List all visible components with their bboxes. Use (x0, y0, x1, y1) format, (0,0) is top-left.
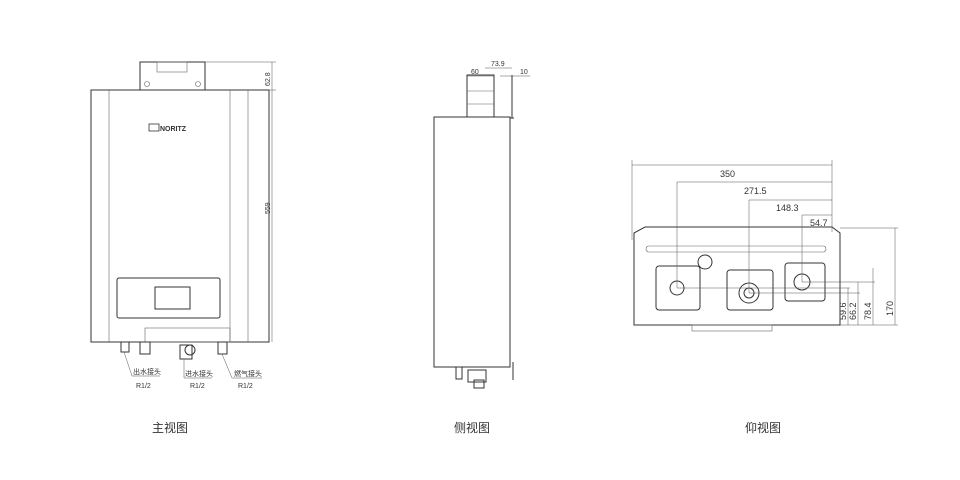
side-body (433, 116, 511, 368)
dim-66-2: 66.2 (848, 302, 858, 320)
connector-size: R1/2 (136, 383, 151, 390)
water-inlet-fitting (179, 344, 193, 360)
dim-flue: 60 (471, 69, 479, 76)
bottom-view: 350 271.5 148.3 54.7 59.6 66.2 78.4 170 … (631, 160, 898, 435)
display-screen (154, 286, 191, 310)
connector-label: 出水接头 (133, 367, 161, 376)
dim-78-4: 78.4 (863, 302, 873, 320)
connector-size: R1/2 (238, 383, 253, 390)
connector-label: 进水接头 (185, 369, 213, 378)
control-panel (116, 277, 221, 319)
dim-350: 350 (720, 169, 735, 179)
connector-size: R1/2 (190, 383, 205, 390)
svg-text:NORITZ: NORITZ (160, 126, 187, 133)
bottom-body (633, 226, 841, 326)
dim-271-5: 271.5 (744, 186, 767, 196)
water-outlet-fitting (120, 341, 130, 353)
dim-height: 559 (265, 202, 272, 214)
dim-top: 62.8 (265, 72, 272, 86)
side-view: 60 73.9 10 侧视图 (433, 61, 530, 435)
water-inlet-port (726, 269, 774, 311)
dim-bracket: 10 (520, 69, 528, 76)
flue-pipe (466, 74, 495, 118)
dim-170: 170 (885, 301, 895, 316)
dim-offset: 73.9 (491, 61, 505, 68)
caption-bottom-view: 仰视图 (745, 420, 781, 435)
dim-59-6: 59.6 (838, 302, 848, 320)
dim-54-7: 54.7 (810, 218, 828, 228)
gas-fitting (217, 341, 228, 355)
caption-side-view: 侧视图 (454, 420, 490, 435)
dim-148-3: 148.3 (776, 203, 799, 213)
mounting-bracket (139, 61, 206, 91)
caption-front-view: 主视图 (152, 420, 188, 435)
front-view: NORITZ 出水接头 R1/2 进水接头 R1/2 燃气接头 R1/2 62.… (90, 61, 276, 435)
connector-label: 燃气接头 (234, 369, 262, 378)
brand-logo: NORITZ (148, 123, 187, 133)
